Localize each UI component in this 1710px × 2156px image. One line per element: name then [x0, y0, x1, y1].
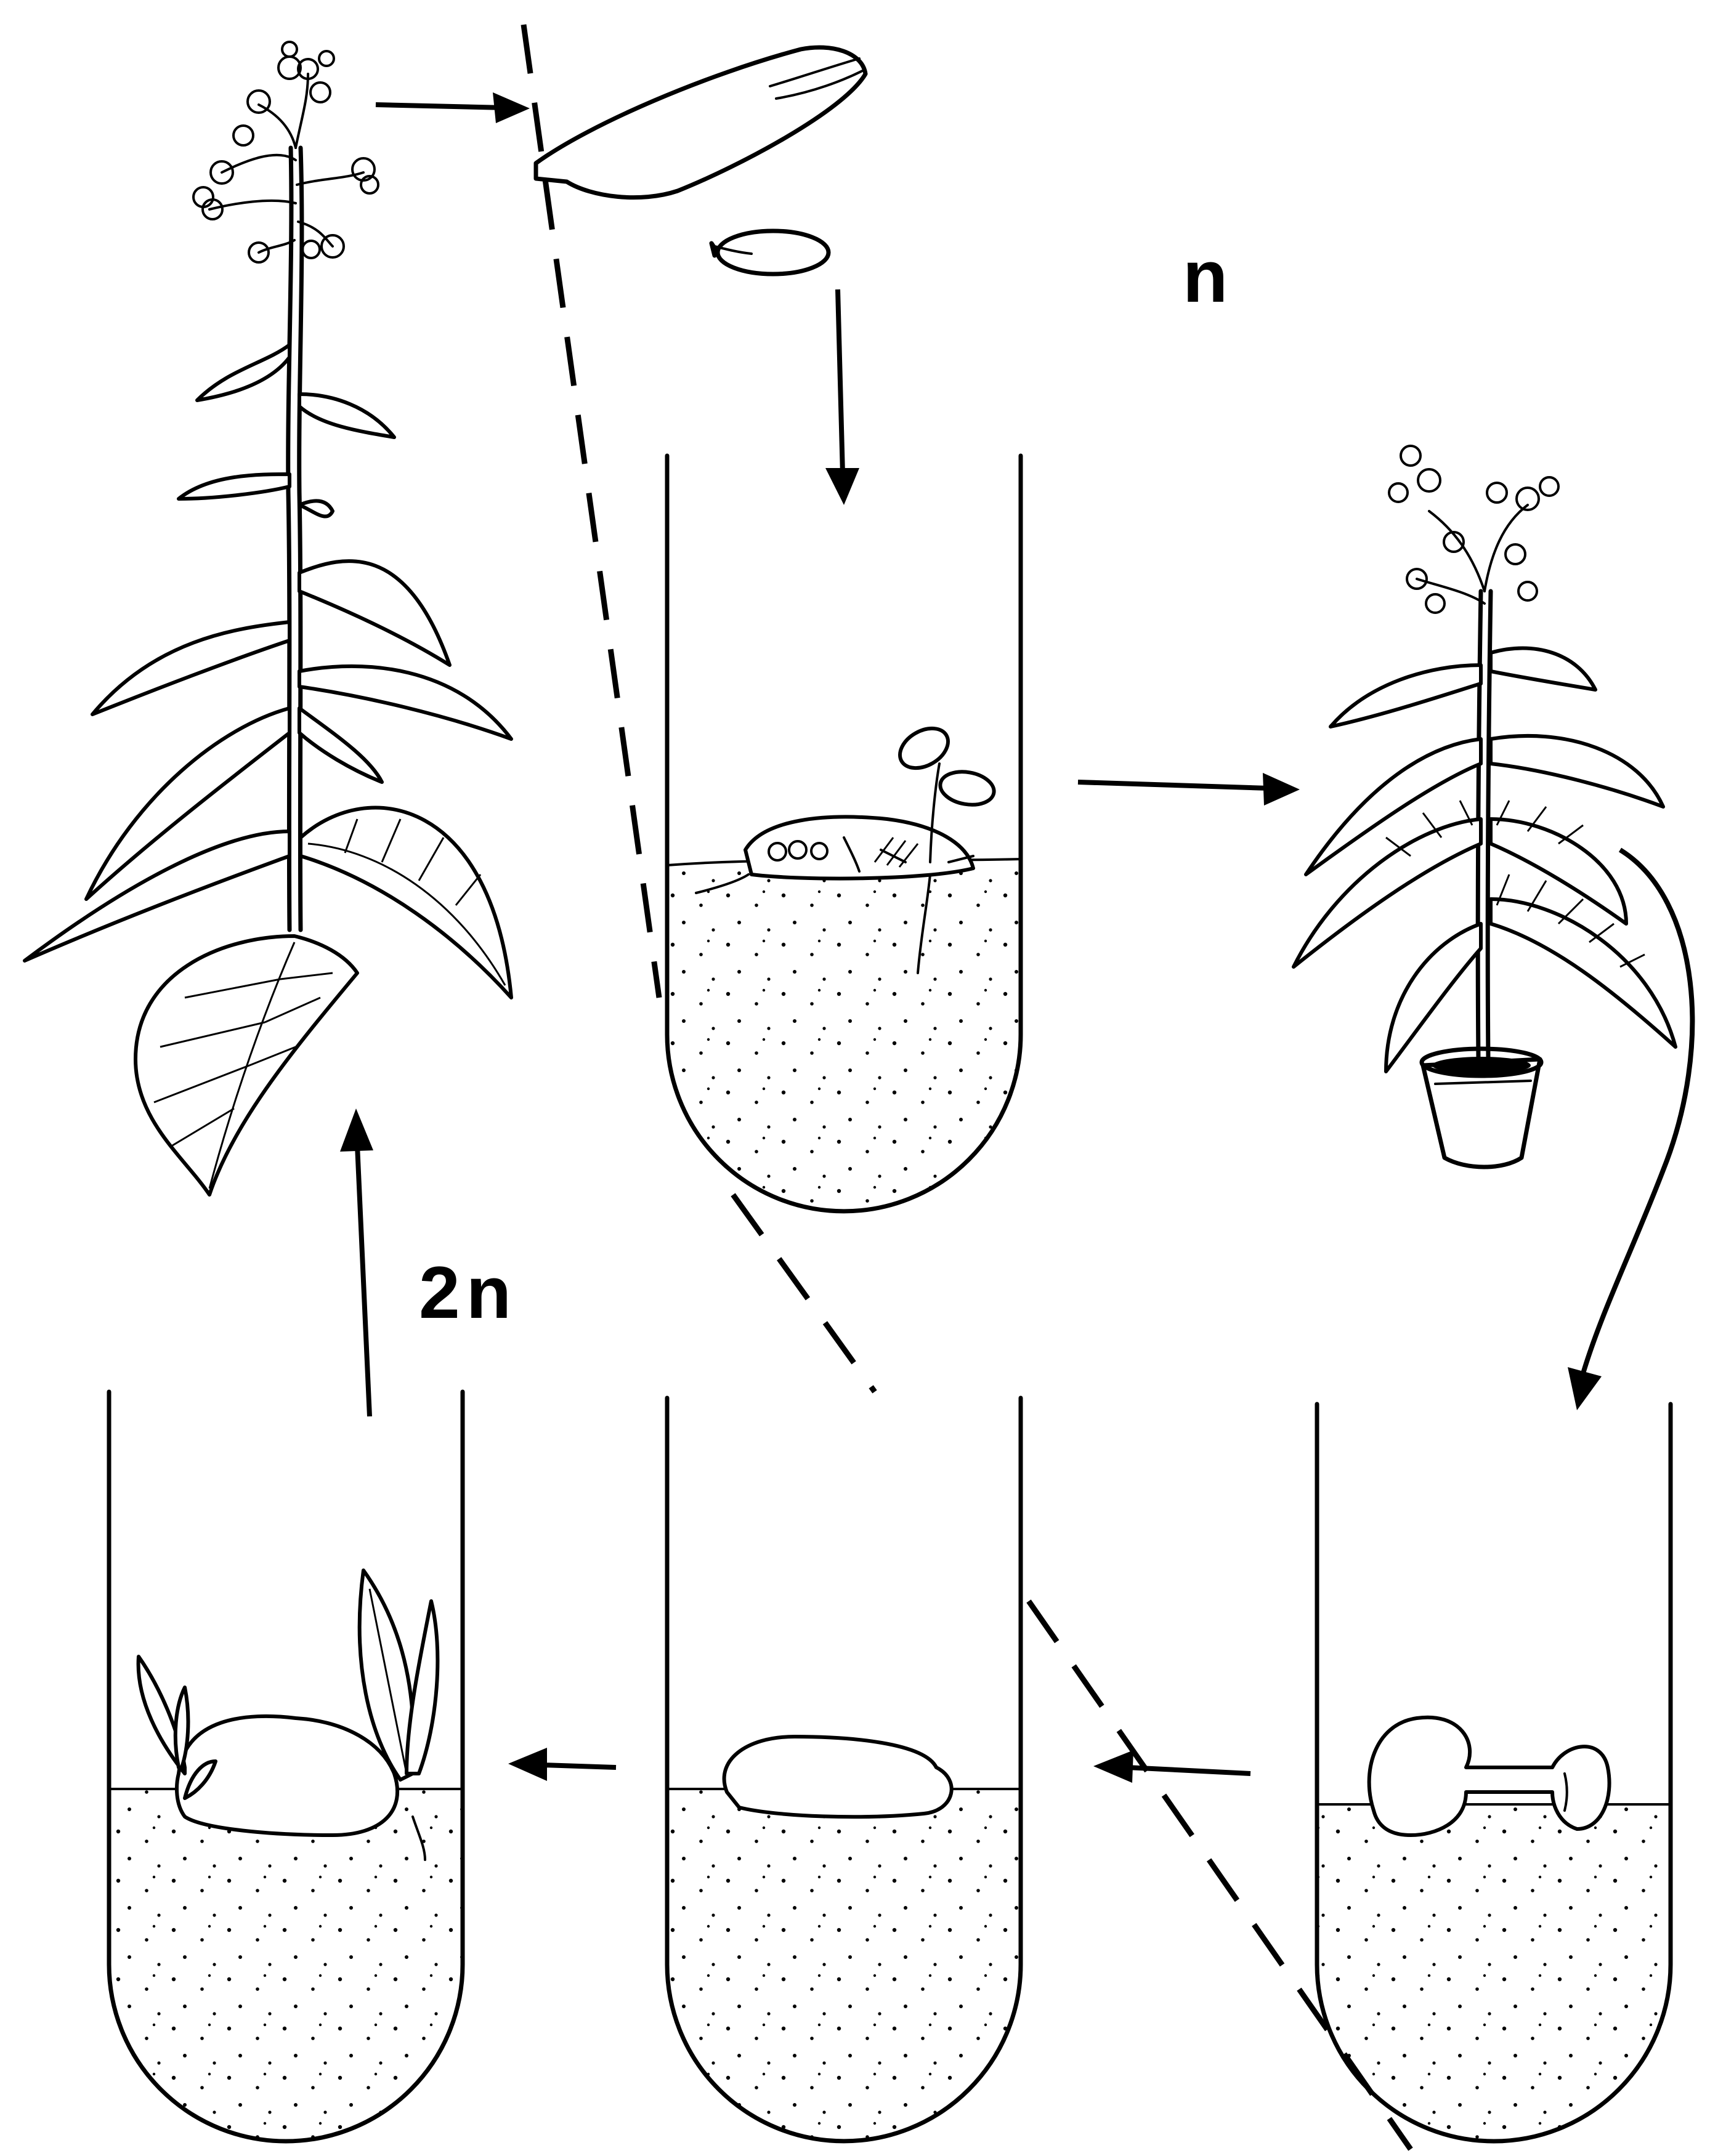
culture-tube-tissue-explant: [1317, 1404, 1671, 2149]
dashed-line-middle: [733, 1195, 875, 1392]
label-haploid: n: [1183, 235, 1228, 318]
anther-section: [711, 231, 829, 274]
excised-anther: [536, 47, 865, 198]
diploid-plant: [25, 42, 511, 1195]
arrow-callus-to-regeneration: [508, 1748, 616, 1781]
dashed-line-top: [524, 25, 659, 998]
haploid-potted-plant: [1294, 446, 1676, 1167]
arrow-regeneration-to-diploid-plant: [340, 1108, 373, 1416]
label-diploid: 2n: [419, 1251, 517, 1334]
arrow-tube-to-haploid-plant: [1078, 773, 1300, 805]
arrow-tissue-to-callus: [1093, 1750, 1250, 1783]
culture-tube-callus: [667, 1398, 1021, 2146]
arrow-plant-to-anther: [376, 92, 530, 123]
culture-tube-regeneration: [109, 1392, 463, 2146]
arrow-anther-to-tube: [825, 289, 859, 505]
culture-tube-embryogenesis: [667, 456, 1021, 1213]
